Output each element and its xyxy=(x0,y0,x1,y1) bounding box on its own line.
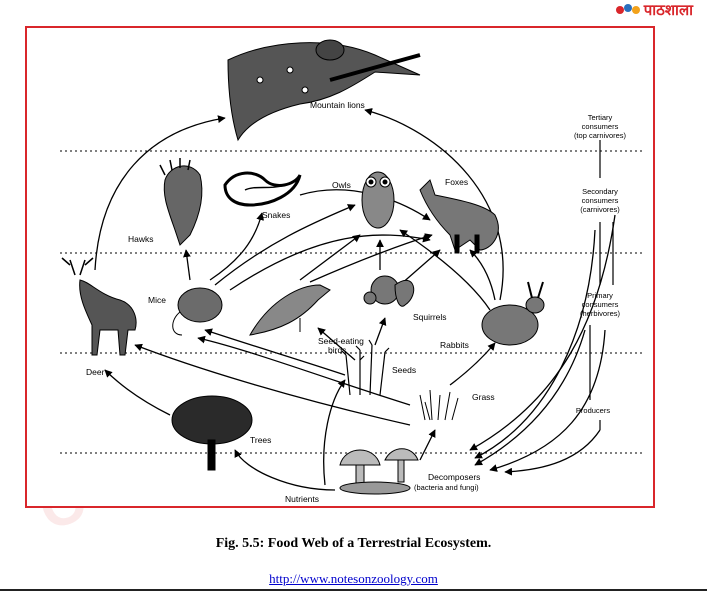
arrow-rabbits-to-foxes xyxy=(469,249,496,301)
label-primary-3: (herbivores) xyxy=(580,309,621,318)
arrow-mice-to-snakes xyxy=(209,212,265,281)
snake-illustration xyxy=(223,171,302,207)
arrow-rabbits-to-lions xyxy=(364,108,504,301)
label-hawks: Hawks xyxy=(128,234,154,244)
label-tertiary-3: (top carnivores) xyxy=(574,131,627,140)
arrow-grass-to-deer xyxy=(134,343,411,426)
label-tertiary-2: consumers xyxy=(582,122,619,131)
label-owls: Owls xyxy=(332,180,351,190)
label-decomposers-1: Decomposers xyxy=(428,472,480,482)
arrow-mice-to-foxes xyxy=(229,234,431,291)
label-mountain-lions: Mountain lions xyxy=(310,100,365,110)
feeding-arrows xyxy=(94,108,616,491)
source-link[interactable]: http://www.notesonzoology.com xyxy=(269,571,438,586)
label-nutrients: Nutrients xyxy=(285,494,319,504)
label-grass: Grass xyxy=(472,392,495,402)
arrow-primary-to-decomposers xyxy=(474,329,586,466)
bottom-rule xyxy=(0,589,707,591)
arrow-nutrients-to-seeds xyxy=(323,379,346,486)
fox-illustration xyxy=(419,179,499,254)
figure-caption: Fig. 5.5: Food Web of a Terrestrial Ecos… xyxy=(215,536,492,551)
grass-illustration xyxy=(419,389,459,421)
label-rabbits: Rabbits xyxy=(440,340,469,350)
label-secondary-3: (carnivores) xyxy=(580,205,620,214)
label-snakes: Snakes xyxy=(262,210,290,220)
rabbit-illustration xyxy=(481,281,545,346)
arrow-seeds-to-mice xyxy=(204,328,346,376)
logo-text: पाठशाला xyxy=(643,1,693,19)
hawk-illustration xyxy=(159,158,203,246)
arrow-secondary-to-decomposers xyxy=(474,229,596,459)
arrow-nutrients-to-trees xyxy=(234,449,336,491)
brand-logo: पाठशाला xyxy=(615,0,693,20)
label-seed-eating-birds-2: birds xyxy=(328,345,346,355)
arrow-producers-to-decomposers xyxy=(504,429,601,476)
label-decomposers-2: (bacteria and fungi) xyxy=(414,483,479,492)
squirrel-illustration xyxy=(363,275,415,307)
arrow-seeds-to-birds xyxy=(317,327,356,361)
deer-illustration xyxy=(61,257,137,356)
label-primary-2: consumers xyxy=(582,300,619,309)
level-bracket-lines xyxy=(589,140,614,430)
label-tertiary-1: Tertiary xyxy=(588,113,613,122)
arrow-mice-to-hawks xyxy=(183,249,191,281)
mountain-lion-illustration xyxy=(227,39,421,142)
arrow-deer-to-lions xyxy=(94,115,226,271)
mouse-illustration xyxy=(172,287,223,336)
arrow-primary2-to-decomposers xyxy=(489,329,606,472)
arrow-grass-to-rabbits xyxy=(449,342,496,386)
label-seed-eating-birds-1: Seed-eating xyxy=(318,336,364,346)
logo-icon xyxy=(615,4,640,14)
tree-illustration xyxy=(171,395,253,471)
trophic-level-labels: Tertiary consumers (top carnivores) Seco… xyxy=(574,113,627,415)
label-seeds: Seeds xyxy=(392,365,416,375)
label-foxes: Foxes xyxy=(445,177,468,187)
arrow-trees-to-deer xyxy=(104,369,171,416)
label-trees: Trees xyxy=(250,435,271,445)
label-secondary-2: consumers xyxy=(582,196,619,205)
arrow-mice-to-owls xyxy=(214,204,356,286)
arrow-tertiary-to-decomposers xyxy=(469,214,616,451)
organism-labels: Mountain lions Hawks Snakes Owls Foxes D… xyxy=(86,100,495,504)
figure-frame xyxy=(25,26,655,508)
arrow-seeds-to-squirrels xyxy=(374,317,387,346)
decomposers-illustration xyxy=(339,448,419,495)
source-url-container: http://www.notesonzoology.com xyxy=(0,571,707,587)
label-mice: Mice xyxy=(148,295,166,305)
label-producers: Producers xyxy=(576,406,610,415)
seeds-illustration xyxy=(341,339,390,396)
label-squirrels: Squirrels xyxy=(413,312,447,322)
label-primary-1: Primary xyxy=(587,291,613,300)
arrow-birds-to-owls xyxy=(299,234,361,281)
seed-eating-bird-illustration xyxy=(249,284,331,336)
arrow-grass-to-mice xyxy=(197,335,411,406)
arrow-nutrients-to-grass xyxy=(419,429,436,461)
owl-illustration xyxy=(361,171,395,229)
label-secondary-1: Secondary xyxy=(582,187,618,196)
label-deer: Deer xyxy=(86,367,105,377)
arrow-squirrels-to-foxes xyxy=(399,249,441,286)
